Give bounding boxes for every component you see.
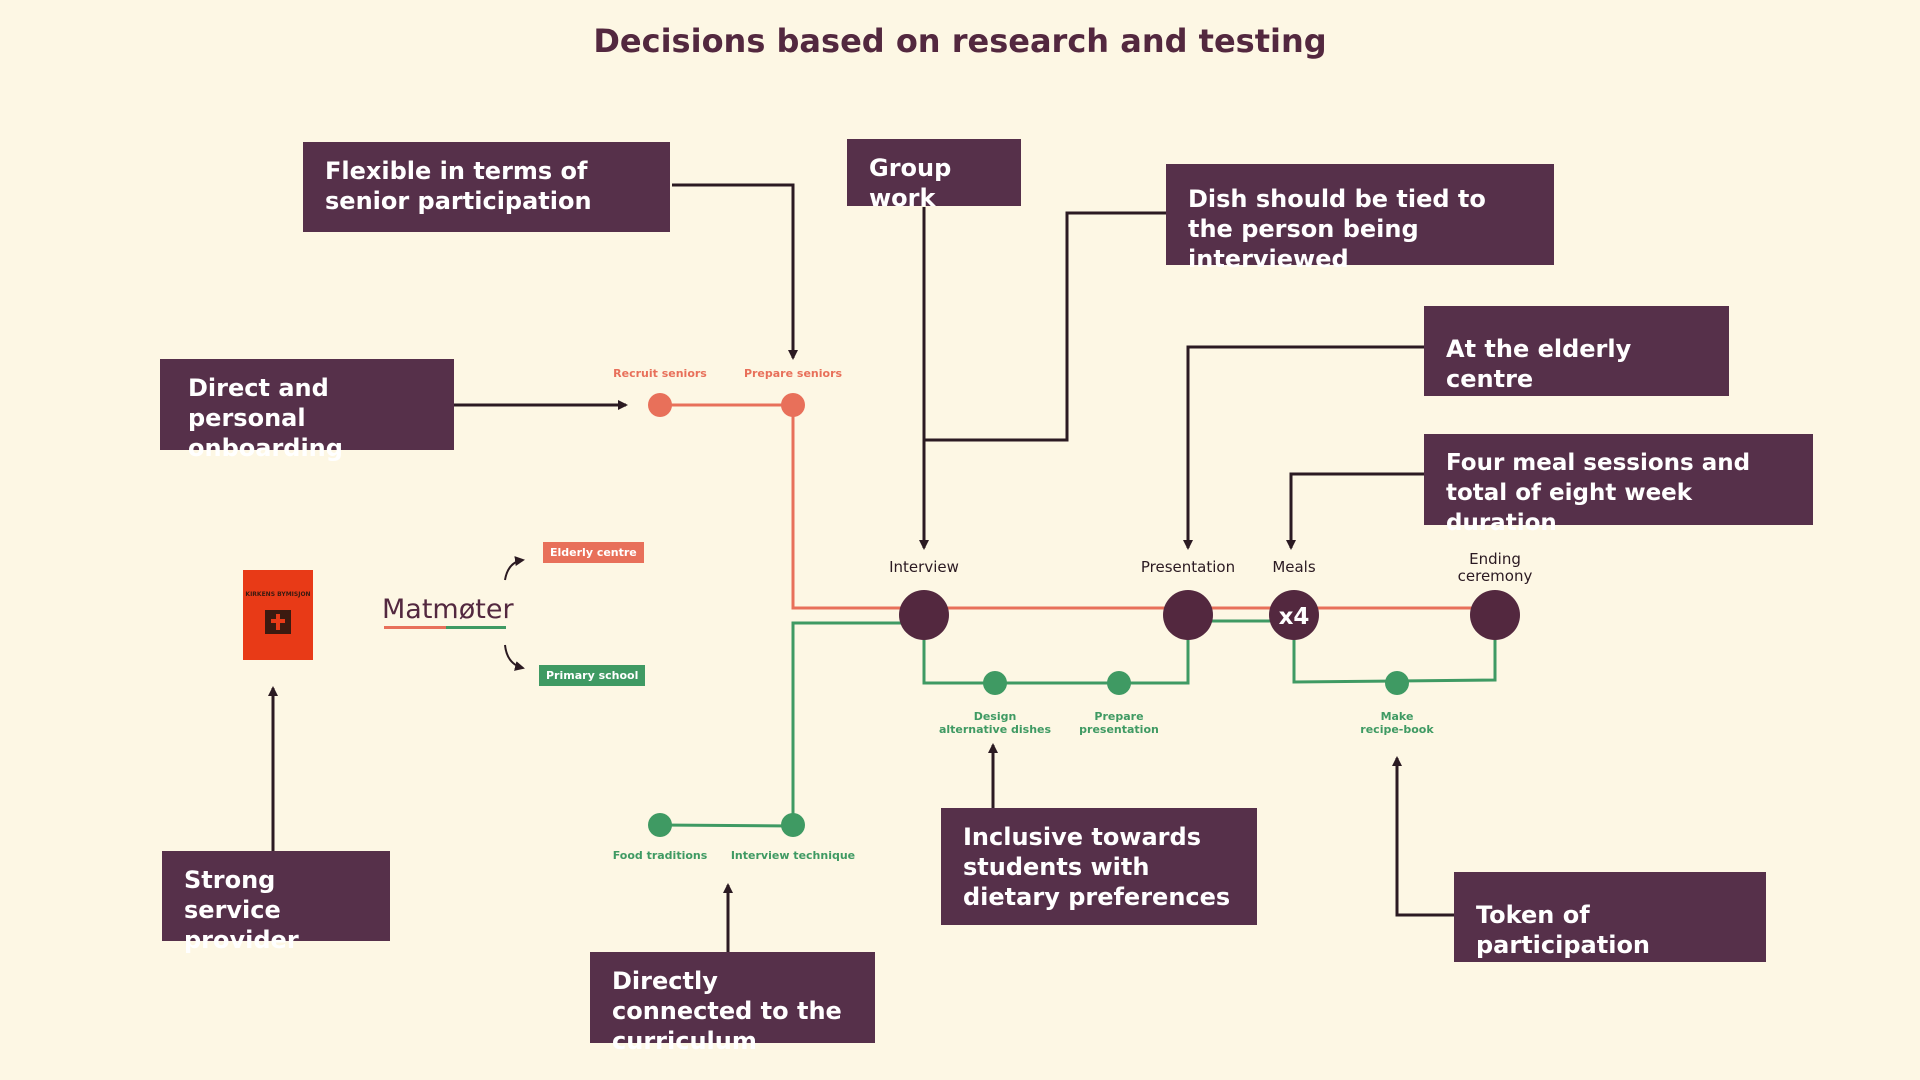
tag-elderly-centre: Elderly centre	[543, 542, 644, 563]
node-food-traditions	[648, 813, 672, 837]
label-ending-2: ceremony	[1458, 567, 1533, 585]
brand-underline-green	[446, 626, 506, 629]
kirkens-bymisjon-logo: KIRKENS BYMISJON	[243, 570, 313, 660]
green-step-labels: Food traditions Interview technique Desi…	[613, 710, 1435, 862]
arrow-four-meals	[1286, 472, 1424, 550]
box-strong-provider: Strong service provider	[162, 851, 390, 954]
brand-underline-red	[384, 626, 446, 629]
box-group-work: Group work	[847, 139, 1021, 212]
box-dish-tied: Dish should be tied to the person being …	[1166, 164, 1554, 273]
green-track	[648, 615, 1497, 837]
box-flexible-participation: Flexible in terms of senior participatio…	[303, 142, 670, 232]
box-elderly-centre: At the elderly centre	[1424, 306, 1729, 396]
label-prepare-1: Prepare	[1094, 710, 1143, 723]
page-title: Decisions based on research and testing	[593, 22, 1327, 60]
arrow-dish	[924, 211, 1166, 442]
label-recruit-seniors: Recruit seniors	[613, 367, 707, 380]
red-step-labels: Recruit seniors Prepare seniors	[613, 367, 842, 380]
stage-labels: Interview Presentation Meals Ending cere…	[889, 550, 1532, 585]
label-ending-1: Ending	[1469, 550, 1521, 568]
label-prepare-seniors: Prepare seniors	[744, 367, 843, 380]
label-food-traditions: Food traditions	[613, 849, 708, 862]
green-line-left	[659, 621, 905, 828]
node-interview-technique	[781, 813, 805, 837]
box-token: Token of participation	[1454, 872, 1766, 962]
node-meals	[1269, 590, 1319, 640]
logo-text: KIRKENS BYMISJON	[245, 591, 311, 598]
meals-badge: x4	[1279, 604, 1310, 630]
node-prepare-presentation	[1107, 671, 1131, 695]
label-interview-technique: Interview technique	[731, 849, 855, 862]
node-design-dishes	[983, 671, 1007, 695]
node-presentation	[1163, 590, 1213, 640]
node-recruit-seniors	[648, 393, 672, 417]
tag-primary-school: Primary school	[539, 665, 646, 686]
node-prepare-seniors	[781, 393, 805, 417]
label-design-2: alternative dishes	[939, 723, 1052, 736]
arrow-brand-up	[504, 556, 525, 581]
green-line-mid	[922, 615, 1190, 685]
label-presentation: Presentation	[1141, 558, 1235, 576]
red-line-down	[791, 405, 1480, 610]
arrow-flexible	[672, 183, 798, 360]
label-meals: Meals	[1272, 558, 1316, 576]
box-four-meals: Four meal sessions and total of eight we…	[1424, 434, 1813, 536]
label-design-1: Design	[974, 710, 1017, 723]
church-icon	[265, 610, 291, 634]
node-make-recipe-book	[1385, 671, 1409, 695]
box-inclusive: Inclusive towards students with dietary …	[941, 808, 1257, 925]
red-track	[648, 393, 1480, 610]
node-ending-ceremony	[1470, 590, 1520, 640]
node-interview	[899, 590, 949, 640]
brand-name: Matmøter	[382, 594, 514, 625]
arrow-brand-down	[504, 644, 525, 671]
stage-nodes: x4	[899, 590, 1520, 640]
label-make-1: Make	[1381, 710, 1414, 723]
box-direct-onboarding: Direct and personal onboarding	[160, 359, 454, 462]
box-curriculum: Directly connected to the curriculum	[590, 952, 875, 1055]
label-prepare-2: presentation	[1079, 723, 1159, 736]
arrow-elderly-centre	[1183, 345, 1424, 550]
label-make-2: recipe-book	[1360, 723, 1434, 736]
label-interview: Interview	[889, 558, 959, 576]
arrow-token	[1392, 756, 1454, 917]
connectors	[268, 183, 1454, 952]
